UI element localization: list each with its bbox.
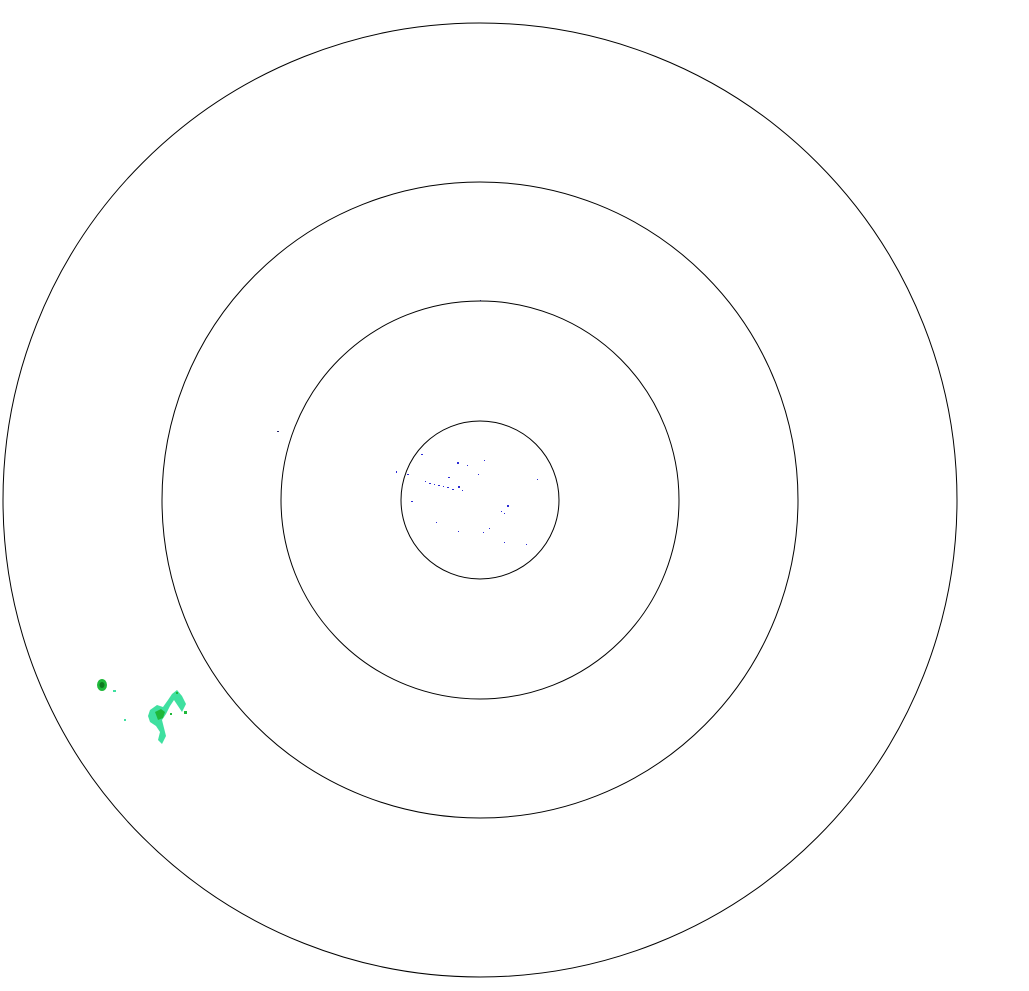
echo-speck [176,692,178,694]
clutter-speck [501,511,502,512]
clutter-speck [425,481,426,482]
clutter-speck [458,486,460,488]
clutter-speck [483,532,484,533]
clutter-speck [480,300,481,301]
clutter-speck [507,505,509,507]
clutter-speck [484,460,485,461]
echo-band [148,690,186,744]
clutter-speck [504,542,505,543]
clutter-speck [411,501,413,502]
echo-speck [170,713,172,715]
clutter-speck [504,513,505,514]
range-ring-4 [2,22,958,978]
clutter-speck [438,485,440,486]
clutter-speck [478,474,479,475]
clutter-speck [489,528,490,529]
clutter-speck [537,479,538,480]
clutter-speck [434,484,435,485]
clutter-speck [436,522,437,523]
ground-clutter [277,300,538,545]
clutter-speck [396,471,397,473]
echo-band-core [155,709,165,720]
clutter-speck [452,489,454,490]
clutter-speck [443,486,444,487]
range-ring-1 [400,420,560,580]
clutter-speck [458,531,459,532]
clutter-speck [407,474,409,475]
clutter-speck [448,477,450,478]
range-ring-3 [161,181,799,819]
echo-speck [124,719,126,721]
clutter-speck [447,487,449,488]
echo-cell-center [99,682,105,688]
clutter-speck [467,465,468,466]
clutter-speck [526,544,527,545]
clutter-speck [429,483,431,484]
echo-speck [113,690,116,692]
clutter-speck [421,454,423,455]
clutter-speck [277,431,279,432]
precipitation-echoes [97,679,187,744]
echo-speck [184,711,187,714]
clutter-speck [457,462,459,464]
clutter-speck [462,490,463,491]
